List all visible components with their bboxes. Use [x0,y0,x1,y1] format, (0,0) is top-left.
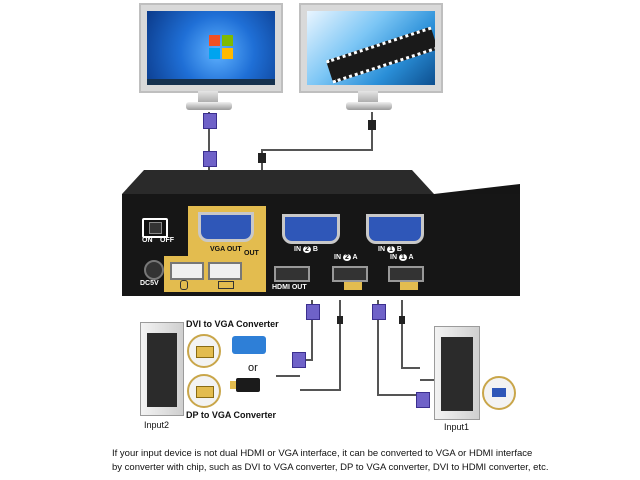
right-monitor [299,3,443,93]
hdmi-plug-bottom-left [337,316,343,324]
vga-in-a-port [366,214,424,244]
power-switch-rocker [149,222,162,234]
switch-off-label: OFF [160,237,174,244]
usb-b-port-1 [400,282,418,290]
keyboard-icon [218,281,234,289]
left-monitor-base [186,102,232,110]
input1-back-panel [441,337,473,411]
hdmi-out-label: HDMI OUT [272,284,307,291]
power-switch[interactable] [142,218,168,238]
input1-label: Input1 [444,422,470,432]
switch-on-label: ON [142,237,153,244]
or-label: or [248,362,258,374]
vga-plug-bottom-left [306,304,320,320]
hdmi-in-b-number: 2 [342,254,351,261]
vga-plug-top-left [203,113,217,129]
left-monitor-neck [198,91,218,103]
usb-port-1 [170,262,204,280]
vga-out-port [198,212,254,242]
taskbar [147,79,275,85]
input2-computer [140,322,184,416]
dp-converter-circle [187,374,221,408]
vga-plug-bottom-right [372,304,386,320]
input1-computer [434,326,480,420]
hdmi-in-a-number: 1 [398,254,407,261]
vga-in-b-label: IN 2 B [294,246,318,253]
input2-back-panel [147,333,177,407]
vga-in-b-port [282,214,340,244]
vga-converter-box [232,336,266,354]
out-tag: OUT [244,250,259,257]
input1-port-magnifier [482,376,516,410]
right-monitor-neck [358,91,378,103]
vga-in-a-number: 1 [386,246,395,253]
input2-label: Input2 [144,420,170,430]
hdmi-in-b-label: IN 2 A [334,254,358,261]
windows-logo-icon [209,35,233,59]
hdmi-in-a-label: IN 1 A [390,254,414,261]
hdmi-plug-bottom-right [399,316,405,324]
hdmi-plug-top-right [368,120,376,130]
hdmi-out-port [274,266,310,282]
dvi-converter-circle [187,334,221,368]
windows-desktop-screen [147,11,275,85]
hdmi-plug-top-mid [258,153,266,163]
usb-port-2 [208,262,242,280]
input1-vga-port-icon [492,388,506,397]
right-monitor-base [346,102,392,110]
hdmi-in-b-port [332,266,368,282]
note-line-1: If your input device is not dual HDMI or… [112,448,533,459]
vga-in-a-label: IN 1 B [378,246,402,253]
usb-b-port-2 [344,282,362,290]
kvm-switch: ON OFF DC5V VGA OUT IN 2 B IN 1 B OUT HD… [122,170,520,298]
note-line-2: by converter with chip, such as DVI to V… [112,462,549,473]
left-monitor [139,3,283,93]
vga-in-b-number: 2 [302,246,311,253]
vga-plug-input1 [416,392,430,408]
dp-port-icon [196,386,214,398]
vga-plug-input2 [292,352,306,368]
dp-adapter [230,378,260,392]
vga-plug-top-mid [203,151,217,167]
film-strip-screen [307,11,435,85]
dvi-port-icon [196,346,214,358]
dc-power-port [144,260,164,280]
dvi-to-vga-label: DVI to VGA Converter [186,319,279,329]
dc-power-label: DC5V [140,280,159,287]
dp-to-vga-label: DP to VGA Converter [186,410,277,420]
vga-out-label: VGA OUT [210,246,242,253]
mouse-icon [180,280,188,290]
hdmi-in-a-port [388,266,424,282]
